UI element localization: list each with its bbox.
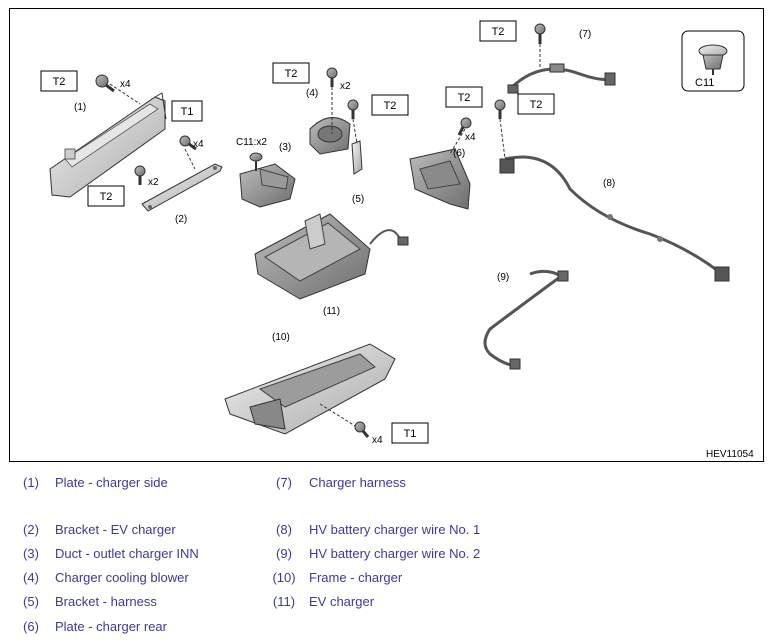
bolt-icon	[347, 99, 359, 119]
callout-8: (8)	[603, 178, 615, 189]
bolt-icon	[326, 67, 338, 87]
quantity-label: x4	[372, 435, 383, 446]
callout-3: (3)	[279, 142, 291, 153]
torque-tag: T2	[87, 185, 125, 207]
svg-text:T2: T2	[492, 26, 505, 38]
clip-icon	[249, 152, 263, 171]
svg-text:T2: T2	[458, 92, 471, 104]
part-hv-battery-charger-wire-1	[499, 155, 730, 282]
part-hv-battery-charger-wire-2	[483, 269, 569, 370]
exploded-diagram: C11 T2 T1 T2 T2 T2 T2 T2 T1 T2 x4 x2 x4 …	[9, 8, 764, 462]
bolt-icon	[494, 99, 506, 119]
quantity-label: x2	[340, 81, 351, 92]
callout-7: (7)	[579, 29, 591, 40]
torque-tag: T1	[171, 100, 203, 122]
svg-text:T1: T1	[404, 428, 417, 440]
part-ev-charger	[254, 213, 409, 300]
part-bracket-ev-charger	[141, 163, 223, 212]
callout-9: (9)	[497, 272, 509, 283]
part-plate-charger-rear	[409, 148, 471, 210]
figure-code: HEV11054	[706, 449, 754, 460]
callout-6: (6)	[453, 148, 465, 159]
callout-5: (5)	[352, 194, 364, 205]
bolt-icon	[354, 421, 370, 438]
callout-2: (2)	[175, 214, 187, 225]
callout-4: (4)	[306, 88, 318, 99]
bolt-icon	[134, 165, 146, 185]
quantity-label: x4	[193, 139, 204, 150]
diagram-svg: C11 T2 T1 T2 T2 T2 T2 T2 T1 T2 x4 x2 x4 …	[40, 20, 754, 460]
svg-text:T2: T2	[285, 68, 298, 80]
torque-tag: T2	[445, 86, 483, 108]
svg-text:T1: T1	[181, 106, 194, 118]
quantity-label: x4	[465, 132, 476, 143]
part-plate-charger-side	[49, 92, 167, 198]
callout-10: (10)	[272, 332, 290, 343]
clip-box-label: C11	[695, 77, 714, 89]
quantity-label: x4	[120, 79, 131, 90]
torque-tag: T2	[272, 62, 310, 84]
torque-tag: T2	[479, 20, 517, 42]
part-charger-harness	[507, 63, 616, 94]
svg-text:T2: T2	[530, 99, 543, 111]
part-frame-charger	[224, 343, 396, 435]
bolt-icon	[457, 117, 472, 136]
part-duct-outlet-charger	[239, 163, 296, 208]
bolt-icon	[95, 74, 115, 93]
svg-text:T2: T2	[384, 100, 397, 112]
bolt-icon	[179, 135, 197, 151]
clip-detail-box: C11	[681, 30, 745, 92]
torque-tag: T2	[40, 70, 78, 92]
svg-text:T2: T2	[100, 191, 113, 203]
svg-text:T2: T2	[53, 76, 66, 88]
torque-tag: T2	[371, 94, 409, 116]
callout-1: (1)	[74, 102, 86, 113]
leader-line	[109, 83, 141, 105]
quantity-label: x2	[148, 177, 159, 188]
part-bracket-harness	[351, 140, 363, 175]
torque-tag: T2	[517, 93, 555, 115]
clip-quantity-label: C11:x2	[236, 137, 267, 148]
bolt-icon	[534, 23, 546, 44]
callout-11: (11)	[323, 306, 340, 317]
torque-tag: T1	[391, 422, 429, 444]
part-charger-cooling-blower	[309, 117, 351, 155]
